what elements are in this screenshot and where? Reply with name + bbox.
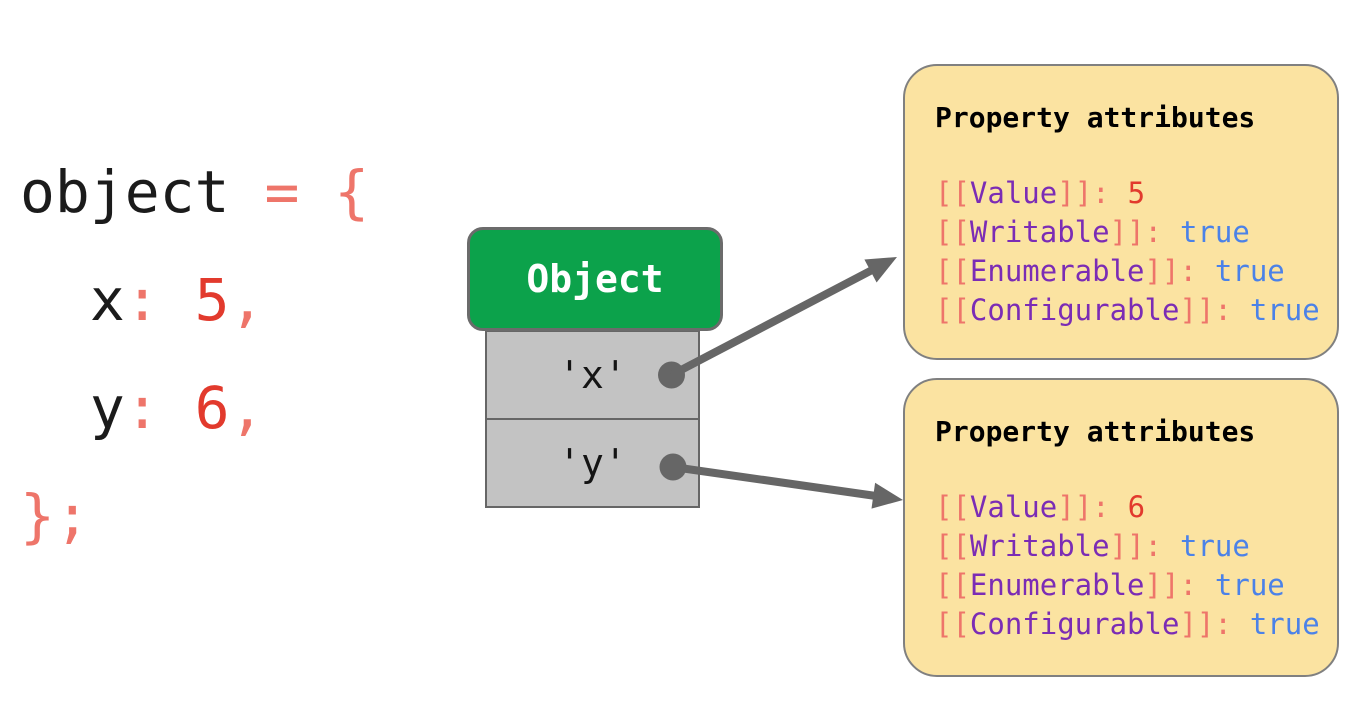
attr-name: Enumerable xyxy=(969,568,1145,602)
attr-name: Configurable xyxy=(969,607,1180,641)
attr-value: true xyxy=(1180,215,1250,249)
code-punctuation: }; xyxy=(20,482,90,550)
object-header: Object xyxy=(467,227,723,331)
attr-box-title: Property attributes xyxy=(935,415,1256,448)
object-key-cell-y: 'y' xyxy=(485,418,700,508)
attr-name: Enumerable xyxy=(969,254,1145,288)
bracket-open: [[ xyxy=(935,215,970,249)
bracket-close: ]]: xyxy=(1057,490,1110,524)
code-punctuation: : xyxy=(124,374,160,442)
bracket-close: ]]: xyxy=(1144,568,1197,602)
arrow-head-x xyxy=(864,257,897,283)
code-punctuation: , xyxy=(229,374,265,442)
code-number: 6 xyxy=(159,374,230,442)
attr-name: Writable xyxy=(969,529,1110,563)
bracket-open: [[ xyxy=(935,293,970,327)
code-line: }; xyxy=(20,462,369,570)
code-punctuation: , xyxy=(229,266,265,334)
object-key-label: 'y' xyxy=(558,441,627,485)
code-line: y: 6, xyxy=(20,354,369,462)
attr-value: true xyxy=(1214,254,1285,288)
attr-line-configurable: [[Configurable]]: true xyxy=(935,605,1320,644)
attr-list: [[Value]]:6 [[Writable]]:true [[Enumerab… xyxy=(935,488,1320,644)
attr-name: Value xyxy=(969,176,1058,210)
bracket-open: [[ xyxy=(935,568,970,602)
attr-line-configurable: [[Configurable]]: true xyxy=(935,291,1320,330)
attr-line-value: [[Value]]: 5 xyxy=(935,174,1309,213)
object-header-label: Object xyxy=(526,257,664,301)
attr-line-writable: [[Writable]]: true xyxy=(935,213,1309,252)
attr-line-enumerable: [[Enumerable]]: true xyxy=(935,566,1309,605)
code-line: x: 5, xyxy=(20,246,369,354)
bracket-open: [[ xyxy=(935,254,970,288)
attr-name: Configurable xyxy=(969,293,1180,327)
attr-name: Writable xyxy=(969,215,1110,249)
code-identifier: x xyxy=(20,266,125,334)
attr-list: [[Value]]:5 [[Writable]]:true [[Enumerab… xyxy=(935,174,1320,330)
attr-value: true xyxy=(1249,607,1320,641)
bracket-open: [[ xyxy=(935,607,970,641)
attr-name: Value xyxy=(969,490,1058,524)
bracket-open: [[ xyxy=(935,176,970,210)
object-key-cell-x: 'x' xyxy=(485,330,700,420)
arrow-line-y xyxy=(672,463,877,500)
bracket-open: [[ xyxy=(935,490,970,524)
attr-line-writable: [[Writable]]: true xyxy=(935,527,1309,566)
bracket-close: ]]: xyxy=(1057,176,1110,210)
code-line: object = { xyxy=(20,138,369,246)
arrow-head-y xyxy=(871,482,903,509)
property-attributes-box-y: Property attributes [[Value]]:6 [[Writab… xyxy=(903,378,1339,677)
attr-value: true xyxy=(1180,529,1250,563)
bracket-close: ]]: xyxy=(1109,529,1162,563)
bracket-close: ]]: xyxy=(1109,215,1162,249)
attr-box-title: Property attributes xyxy=(935,101,1256,134)
attr-value: 5 xyxy=(1127,176,1146,210)
code-identifier: y xyxy=(20,374,125,442)
bracket-close: ]]: xyxy=(1179,293,1232,327)
code-identifier: object xyxy=(20,158,265,226)
attr-value: true xyxy=(1249,293,1320,327)
bracket-open: [[ xyxy=(935,529,970,563)
code-number: 5 xyxy=(159,266,230,334)
code-punctuation: = { xyxy=(264,158,370,226)
attr-value: 6 xyxy=(1127,490,1146,524)
attr-line-value: [[Value]]: 6 xyxy=(935,488,1309,527)
object-key-table: 'x' 'y' xyxy=(485,330,700,508)
attr-value: true xyxy=(1214,568,1285,602)
bracket-close: ]]: xyxy=(1144,254,1197,288)
object-key-label: 'x' xyxy=(558,353,627,397)
bracket-close: ]]: xyxy=(1179,607,1232,641)
property-attributes-box-x: Property attributes [[Value]]:5 [[Writab… xyxy=(903,64,1339,360)
code-punctuation: : xyxy=(124,266,160,334)
attr-line-enumerable: [[Enumerable]]: true xyxy=(935,252,1309,291)
code-snippet: object = { x: 5, y: 6, }; xyxy=(20,138,369,570)
